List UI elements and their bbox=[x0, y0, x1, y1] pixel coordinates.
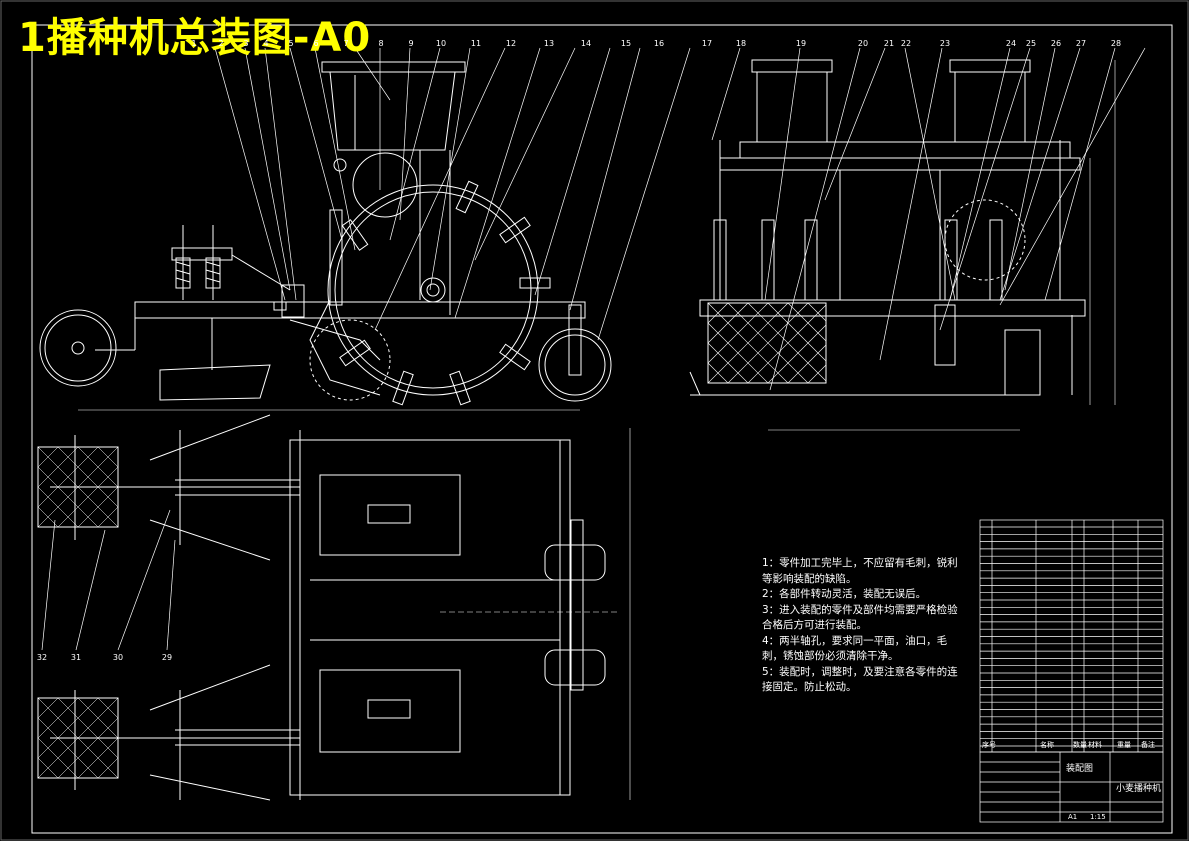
balloon-5: 5 bbox=[288, 39, 294, 48]
balloon-13: 13 bbox=[543, 39, 555, 48]
balloon-3: 3 bbox=[243, 39, 249, 48]
note-1: 1：零件加工完毕上，不应留有毛刺，锐利等影响装配的缺陷。 bbox=[762, 557, 958, 585]
balloon-29: 29 bbox=[161, 653, 173, 662]
side-view bbox=[689, 59, 1116, 431]
balloon-25: 25 bbox=[1025, 39, 1037, 48]
leader-lines-front bbox=[214, 47, 691, 341]
balloon-1: 1 bbox=[191, 39, 197, 48]
balloon-32: 32 bbox=[36, 653, 48, 662]
inner-frame bbox=[31, 24, 1173, 834]
balloon-11: 11 bbox=[470, 39, 482, 48]
balloon-10: 10 bbox=[435, 39, 447, 48]
leader-lines-side bbox=[711, 47, 1146, 391]
leader-lines-top bbox=[41, 509, 176, 651]
top-view bbox=[37, 414, 631, 801]
balloon-20: 20 bbox=[857, 39, 869, 48]
balloon-31: 31 bbox=[70, 653, 82, 662]
balloon-2: 2 bbox=[218, 39, 224, 48]
drawing-title: 1播种机总装图-A0 bbox=[18, 15, 372, 61]
balloon-16: 16 bbox=[653, 39, 665, 48]
balloon-8: 8 bbox=[378, 39, 384, 48]
balloon-14: 14 bbox=[580, 39, 592, 48]
sheet-size: A1 bbox=[1068, 813, 1078, 821]
balloon-12: 12 bbox=[505, 39, 517, 48]
balloon-30: 30 bbox=[112, 653, 124, 662]
balloon-24: 24 bbox=[1005, 39, 1017, 48]
note-2: 2：各部件转动灵活，装配无误后。 bbox=[762, 588, 927, 600]
note-4: 4：两半轴孔，要求同一平面，油口，毛刺，锈蚀部份必须清除干净。 bbox=[762, 634, 948, 663]
drawing-name: 装配图 bbox=[1066, 764, 1094, 774]
balloon-7: 7 bbox=[343, 39, 349, 48]
balloon-18: 18 bbox=[735, 39, 747, 48]
header-material: 材料 bbox=[1088, 741, 1102, 749]
machine-name: 小麦播种机 bbox=[1116, 784, 1162, 794]
balloon-9: 9 bbox=[408, 39, 414, 48]
header-no: 序号 bbox=[982, 741, 996, 749]
balloon-4: 4 bbox=[263, 39, 269, 48]
drawing-scale: 1:15 bbox=[1090, 813, 1106, 821]
balloon-23: 23 bbox=[939, 39, 951, 48]
balloon-28: 28 bbox=[1110, 39, 1122, 48]
balloon-17: 17 bbox=[701, 39, 713, 48]
header-note: 备注 bbox=[1141, 741, 1155, 749]
balloon-26: 26 bbox=[1050, 39, 1062, 48]
front-view bbox=[39, 61, 612, 411]
note-5: 5：装配时，调整时，及要注意各零件的连接固定。防止松动。 bbox=[762, 665, 958, 694]
balloon-15: 15 bbox=[620, 39, 632, 48]
note-3: 3：进入装配的零件及部件均需要严格检验合格后方可进行装配。 bbox=[762, 603, 958, 632]
balloon-27: 27 bbox=[1075, 39, 1087, 48]
header-qty: 数量 bbox=[1073, 741, 1087, 749]
balloon-22: 22 bbox=[900, 39, 912, 48]
header-weight: 重量 bbox=[1117, 741, 1131, 749]
balloon-21: 21 bbox=[883, 39, 895, 48]
header-name: 名称 bbox=[1040, 741, 1054, 749]
balloon-6: 6 bbox=[313, 39, 319, 48]
balloon-19: 19 bbox=[795, 39, 807, 48]
technical-notes: 1：零件加工完毕上，不应留有毛刺，锐利等影响装配的缺陷。 2：各部件转动灵活，装… bbox=[762, 556, 967, 696]
parts-list bbox=[979, 519, 1164, 823]
